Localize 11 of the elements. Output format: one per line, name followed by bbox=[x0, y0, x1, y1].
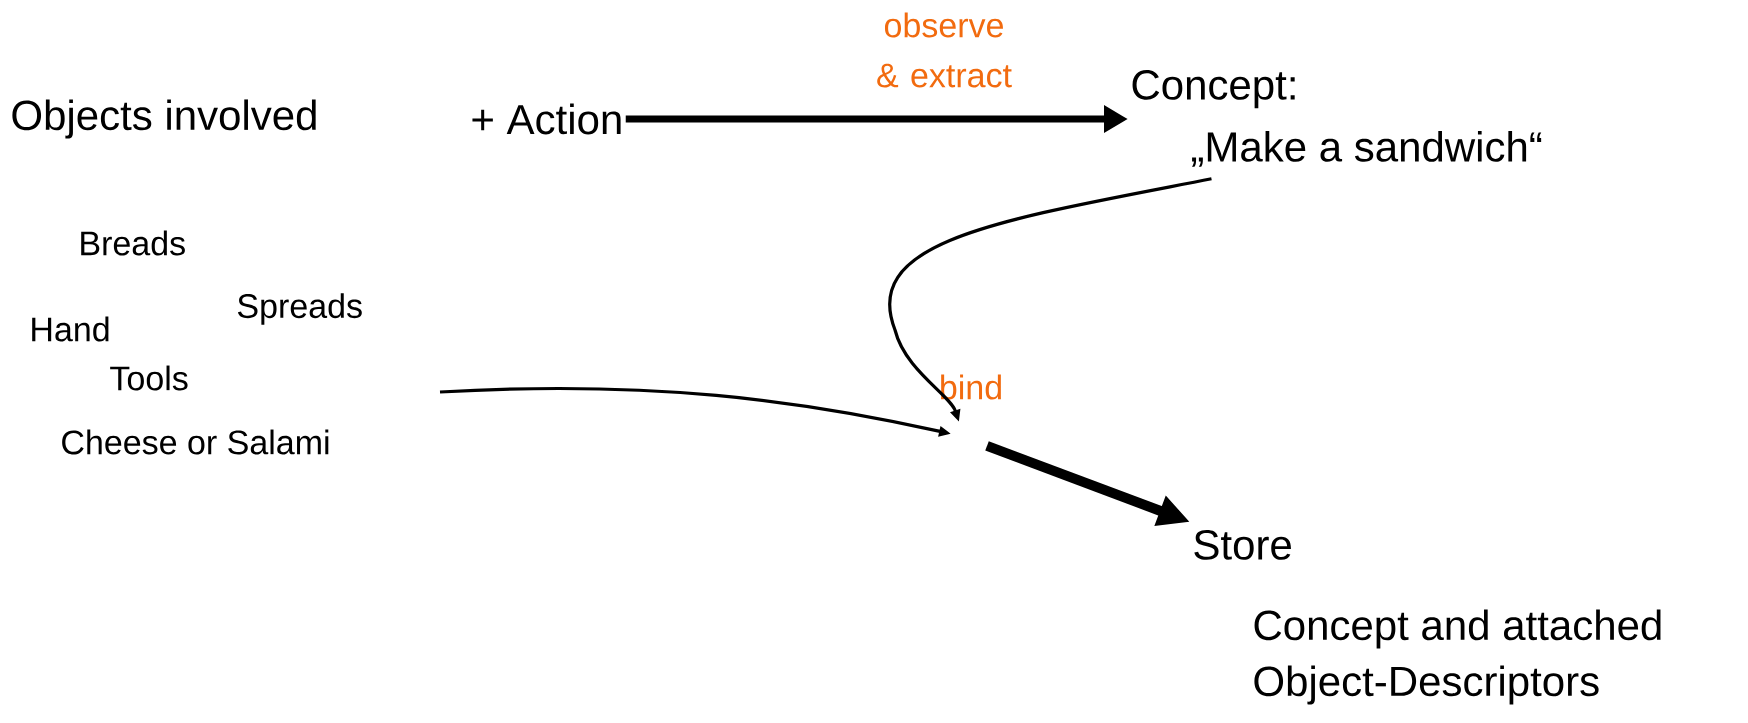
node-text: + Action bbox=[472, 103, 621, 135]
junction-label: bind bbox=[941, 374, 1001, 400]
edge-label: observe & extract bbox=[877, 12, 1012, 88]
object-label: Tools bbox=[110, 365, 188, 391]
object-label: Hand bbox=[32, 316, 109, 342]
node-text: Objects involved bbox=[12, 99, 316, 139]
object-label: Spreads bbox=[237, 293, 362, 325]
store-text: Store Concept and attached Object-Descriptors bbox=[1194, 530, 1661, 705]
concept-text: Concept: „Make a sandwich“ bbox=[1132, 70, 1542, 167]
object-label: Breads bbox=[81, 230, 185, 256]
object-label: Cheese or Salami bbox=[62, 429, 329, 455]
